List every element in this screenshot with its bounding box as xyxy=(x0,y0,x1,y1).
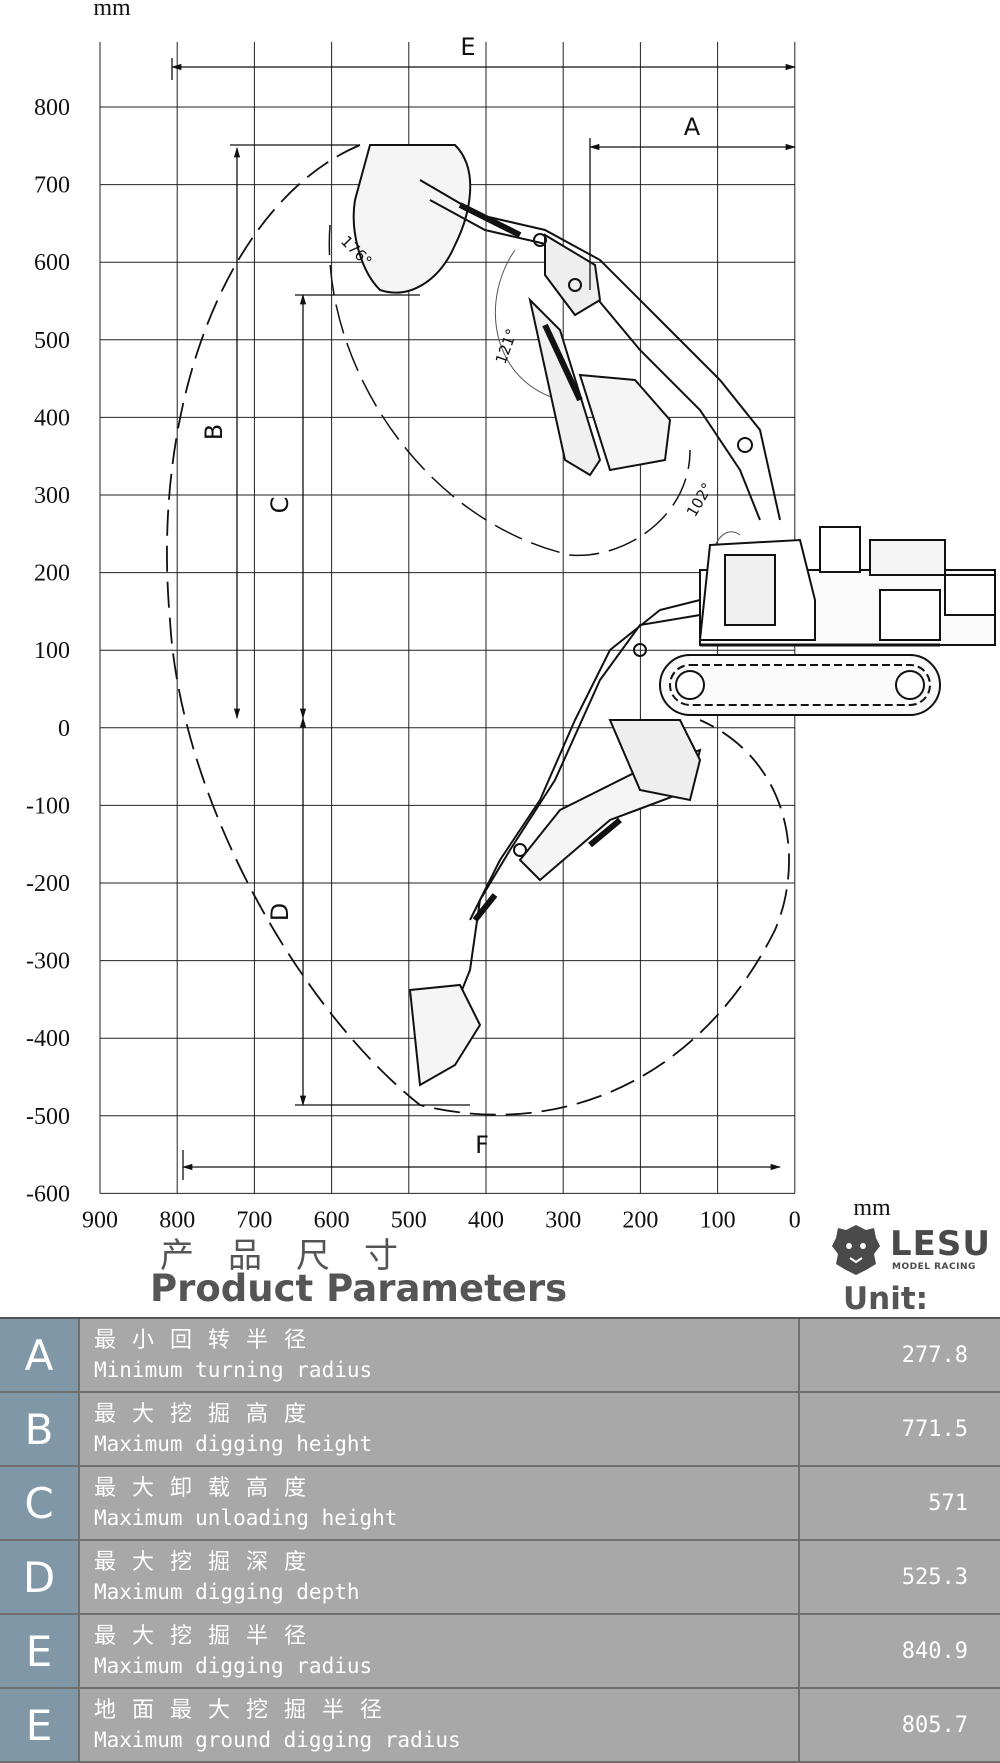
param-name-en: Maximum digging radius xyxy=(94,1654,373,1678)
dimension-diagram: 800 700 600 500 400 300 200 100 0 -100 -200 -300 -40… xyxy=(26,0,996,1233)
param-key: D xyxy=(0,1541,80,1613)
param-description: 最大挖掘深度 Maximum digging depth xyxy=(80,1541,800,1613)
param-name-cn: 地面最大挖掘半径 xyxy=(94,1698,399,1723)
param-description: 地面最大挖掘半径 Maximum ground digging radius xyxy=(80,1689,800,1761)
param-key: C xyxy=(0,1467,80,1539)
param-name-en: Maximum digging depth xyxy=(94,1580,360,1604)
lion-icon xyxy=(832,1225,880,1275)
param-description: 最大挖掘高度 Maximum digging height xyxy=(80,1393,800,1465)
dim-label-b: B xyxy=(200,424,228,440)
unit-label-right: mm xyxy=(853,1195,891,1221)
param-row: E 最大挖掘半径 Maximum digging radius 840.9 xyxy=(0,1615,1000,1689)
param-name-en: Minimum turning radius xyxy=(94,1358,373,1382)
excavator-arm-lowered xyxy=(408,599,702,1087)
dim-label-c: C xyxy=(266,497,294,514)
param-name-cn: 最大卸载高度 xyxy=(94,1476,323,1501)
x-tick-label: 0 xyxy=(789,1207,801,1233)
brand-logo: LESU MODEL RACING xyxy=(830,1222,995,1277)
param-name-cn: 最小回转半径 xyxy=(94,1328,323,1353)
title-chinese: 产品尺寸 xyxy=(160,1236,432,1276)
param-key: A xyxy=(0,1319,80,1391)
y-tick-label: -400 xyxy=(26,1026,70,1052)
y-tick-label: 300 xyxy=(34,483,70,509)
x-tick-label: 600 xyxy=(314,1207,350,1233)
param-name-en: Maximum ground digging radius xyxy=(94,1728,461,1752)
y-tick-label: -200 xyxy=(26,871,70,897)
param-value: 771.5 xyxy=(800,1393,1000,1465)
x-tick-label: 400 xyxy=(468,1207,504,1233)
param-key: B xyxy=(0,1393,80,1465)
y-tick-label: 200 xyxy=(34,561,70,587)
param-row: A 最小回转半径 Minimum turning radius 277.8 xyxy=(0,1319,1000,1393)
unit-label-top: mm xyxy=(93,0,131,21)
param-name-cn: 最大挖掘深度 xyxy=(94,1550,323,1575)
param-description: 最小回转半径 Minimum turning radius xyxy=(80,1319,800,1391)
param-key: E xyxy=(0,1689,80,1761)
param-value: 571 xyxy=(800,1467,1000,1539)
y-tick-label: 800 xyxy=(34,95,70,121)
param-value: 805.7 xyxy=(800,1689,1000,1761)
x-tick-label: 300 xyxy=(545,1207,581,1233)
x-tick-label: 100 xyxy=(700,1207,736,1233)
param-description: 最大卸载高度 Maximum unloading height xyxy=(80,1467,800,1539)
y-tick-label: 700 xyxy=(34,173,70,199)
brand-subtitle: MODEL RACING xyxy=(892,1262,976,1272)
dim-label-d: D xyxy=(266,903,294,921)
param-value: 525.3 xyxy=(800,1541,1000,1613)
y-tick-label: -300 xyxy=(26,949,70,975)
y-tick-label: 500 xyxy=(34,328,70,354)
title-english: Product Parameters xyxy=(150,1267,568,1310)
y-tick-label: -100 xyxy=(26,793,70,819)
param-row: D 最大挖掘深度 Maximum digging depth 525.3 xyxy=(0,1541,1000,1615)
y-tick-label: 600 xyxy=(34,250,70,276)
dimension-label-set: E A B C D F xyxy=(200,33,701,1159)
y-tick-label: 100 xyxy=(34,638,70,664)
param-name-en: Maximum digging height xyxy=(94,1432,373,1456)
x-tick-label: 200 xyxy=(622,1207,658,1233)
param-key: E xyxy=(0,1615,80,1687)
x-tick-label: 900 xyxy=(82,1207,118,1233)
x-tick-label: 700 xyxy=(236,1207,272,1233)
param-row: E 地面最大挖掘半径 Maximum ground digging radius 80… xyxy=(0,1689,1000,1763)
excavator-carrier xyxy=(659,526,996,716)
bucket-arc xyxy=(495,249,561,401)
dim-label-e: E xyxy=(460,33,475,61)
param-name-en: Maximum unloading height xyxy=(94,1506,398,1530)
dimension-lines xyxy=(170,58,797,1180)
y-tick-label: -500 xyxy=(26,1104,70,1130)
param-value: 277.8 xyxy=(800,1319,1000,1391)
param-row: C 最大卸载高度 Maximum unloading height 571 xyxy=(0,1467,1000,1541)
param-value: 840.9 xyxy=(800,1615,1000,1687)
param-name-cn: 最大挖掘半径 xyxy=(94,1624,323,1649)
dim-label-f: F xyxy=(475,1131,489,1159)
inner-arc xyxy=(328,224,691,557)
x-tick-label: 500 xyxy=(391,1207,427,1233)
angle-label-121: 121° xyxy=(492,326,521,366)
y-tick-label: 400 xyxy=(34,405,70,431)
axis-labels: 800 700 600 500 400 300 200 100 0 -100 -200 -300 -40… xyxy=(26,95,801,1233)
excavator-arm-raised xyxy=(352,144,781,521)
param-description: 最大挖掘半径 Maximum digging radius xyxy=(80,1615,800,1687)
brand-name: LESU xyxy=(890,1224,991,1264)
y-tick-label: 0 xyxy=(58,716,70,742)
param-name-cn: 最大挖掘高度 xyxy=(94,1402,323,1427)
param-row: B 最大挖掘高度 Maximum digging height 771.5 xyxy=(0,1393,1000,1467)
dim-label-a: A xyxy=(684,113,701,141)
digging-envelope xyxy=(166,144,790,1116)
y-tick-label: -600 xyxy=(26,1181,70,1207)
x-tick-label: 800 xyxy=(159,1207,195,1233)
angle-label-102: 102° xyxy=(683,480,717,520)
